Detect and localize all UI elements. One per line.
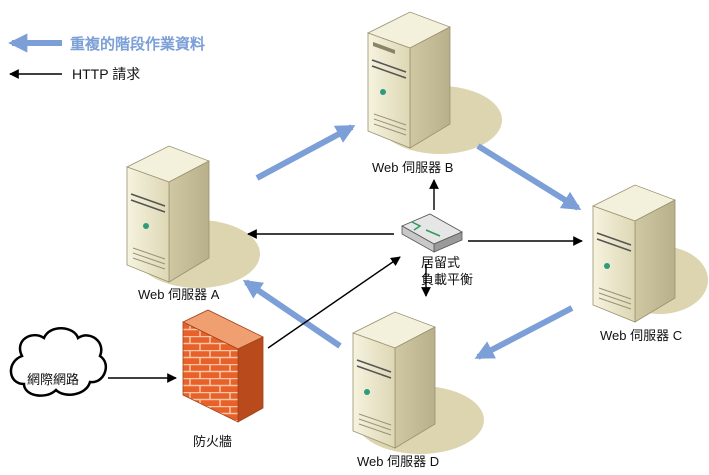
- server-a: Web 伺服器 A: [125, 145, 260, 302]
- firewall: 防火牆: [182, 309, 264, 449]
- replication-arrows: [242, 124, 582, 360]
- server-d-label: Web 伺服器 D: [357, 454, 439, 469]
- load-balancer: 居留式 負載平衡: [401, 213, 473, 287]
- server-d: Web 伺服器 D: [351, 311, 484, 469]
- replication-arrow-b-to-c: [476, 143, 582, 211]
- replication-arrow-d-to-a: [242, 279, 342, 349]
- server-icon: [351, 311, 436, 449]
- legend: 重複的階段作業資料 HTTP 請求: [8, 33, 205, 82]
- server-icon: [125, 145, 210, 283]
- cloud-icon: [9, 327, 108, 397]
- firewall-icon: [182, 309, 264, 423]
- replication-arrow-a-to-b: [255, 124, 356, 181]
- server-b: Web 伺服器 B: [366, 11, 502, 175]
- server-icon: [591, 184, 676, 323]
- server-icon: [366, 11, 451, 149]
- server-c-label: Web 伺服器 C: [600, 328, 682, 343]
- load-balancer-icon: [401, 213, 463, 253]
- load-balancer-label-line1: 居留式: [421, 255, 460, 270]
- legend-http-label: HTTP 請求: [72, 66, 140, 82]
- internet-label: 網際網路: [27, 372, 79, 387]
- server-a-label: Web 伺服器 A: [138, 287, 220, 302]
- http-arrows: [108, 179, 583, 383]
- http-arrow-firewall-to-lb: [267, 256, 401, 349]
- server-c: Web 伺服器 C: [591, 184, 708, 343]
- internet-cloud: 網際網路: [9, 327, 108, 397]
- server-b-label: Web 伺服器 B: [372, 160, 453, 175]
- replication-arrow-c-to-d: [474, 305, 574, 360]
- load-balancer-label-line2: 負載平衡: [421, 272, 473, 287]
- firewall-label: 防火牆: [193, 434, 232, 449]
- legend-replication-label: 重複的階段作業資料: [70, 35, 205, 53]
